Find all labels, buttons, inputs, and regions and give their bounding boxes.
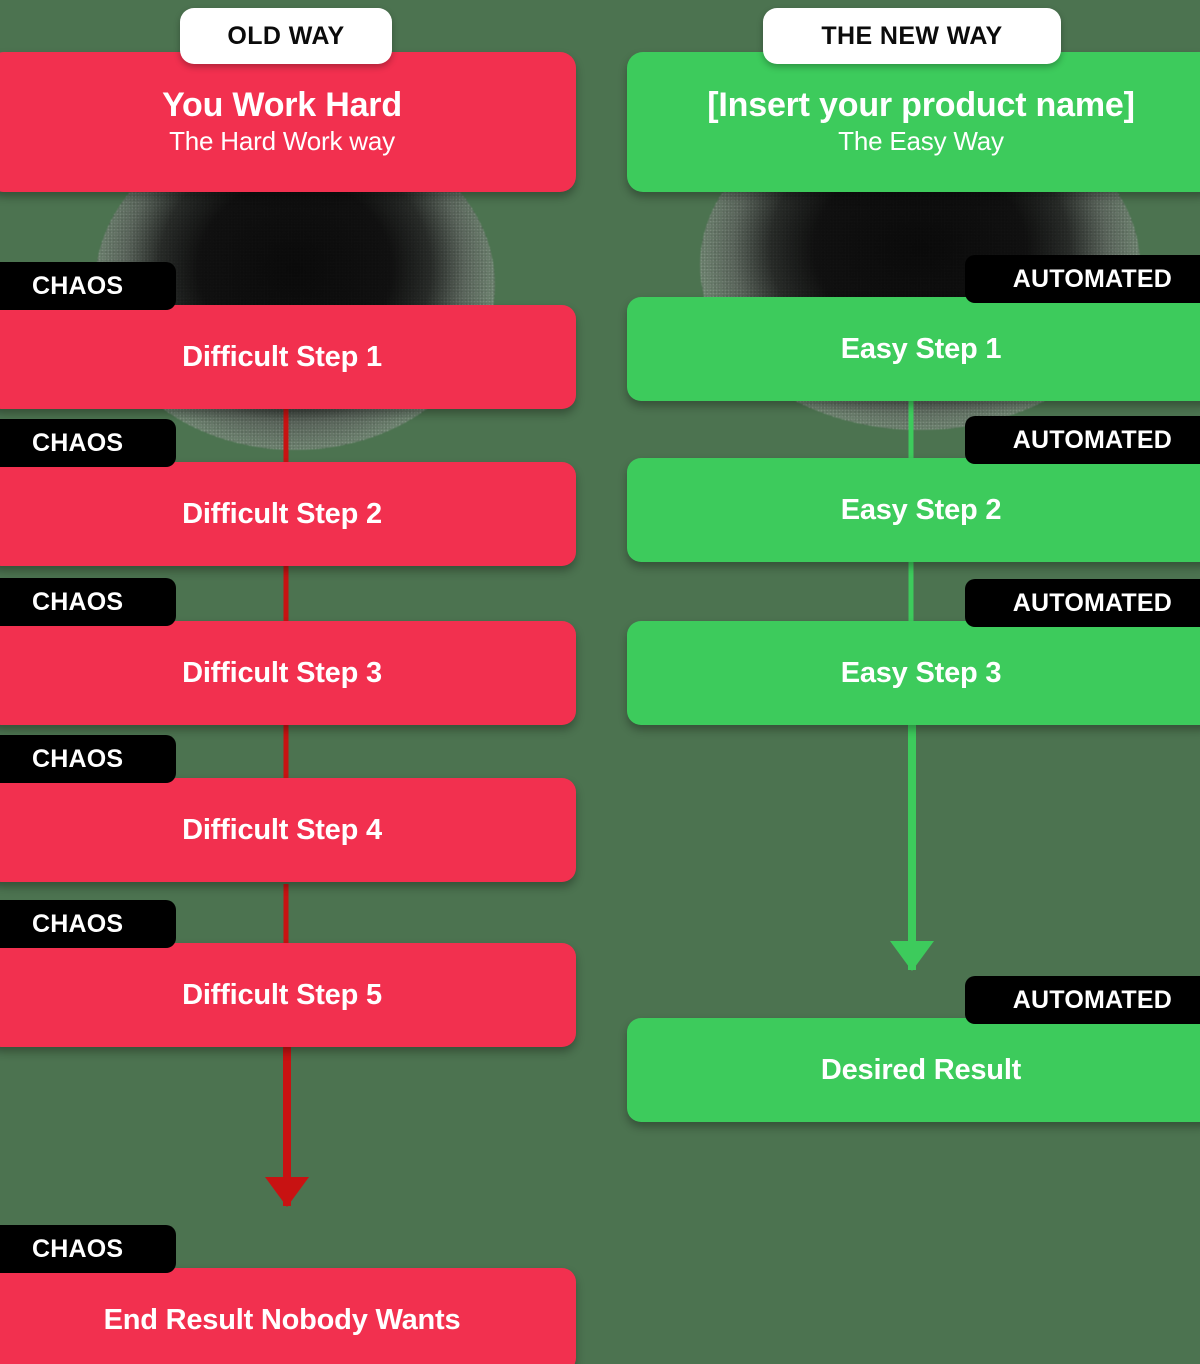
step-label-easy-3: Easy Step 3 [840, 656, 1002, 689]
connector-shaft [283, 725, 288, 795]
connector-left-2 [283, 566, 288, 636]
connector-right-2 [908, 560, 913, 630]
arrow-head-down-icon [890, 941, 934, 971]
step-card-difficult-2: Difficult Step 2 [0, 462, 576, 566]
badge-automated-2: AUTOMATED [965, 416, 1200, 464]
connector-right-arrow-result [890, 721, 934, 971]
badge-automated-3: AUTOMATED [965, 579, 1200, 627]
connector-shaft [283, 1043, 291, 1206]
label-old-way: OLD WAY [180, 8, 392, 64]
result-label-new-way: Desired Result [820, 1053, 1022, 1086]
step-label-difficult-5: Difficult Step 5 [182, 978, 382, 1011]
badge-chaos-result-text: CHAOS [32, 1234, 124, 1263]
badge-chaos-3: CHAOS [0, 578, 176, 626]
header-card-old-way: You Work Hard The Hard Work way [0, 52, 576, 192]
step-card-easy-1: Easy Step 1 [627, 297, 1200, 401]
label-new-way: THE NEW WAY [763, 8, 1061, 64]
header-title-old: You Work Hard [162, 86, 402, 125]
result-label-old-way: End Result Nobody Wants [103, 1303, 461, 1336]
step-card-easy-3: Easy Step 3 [627, 621, 1200, 725]
badge-automated-1: AUTOMATED [965, 255, 1200, 303]
step-label-difficult-3: Difficult Step 3 [182, 656, 382, 689]
connector-shaft [908, 560, 913, 630]
badge-automated-result-text: AUTOMATED [1012, 985, 1172, 1014]
badge-automated-2-text: AUTOMATED [1012, 425, 1172, 454]
label-new-way-text: THE NEW WAY [821, 21, 1003, 50]
badge-chaos-2: CHAOS [0, 419, 176, 467]
badge-chaos-5-text: CHAOS [32, 909, 124, 938]
badge-chaos-3-text: CHAOS [32, 587, 124, 616]
label-old-way-text: OLD WAY [227, 21, 345, 50]
step-card-difficult-5: Difficult Step 5 [0, 943, 576, 1047]
step-label-easy-2: Easy Step 2 [840, 493, 1002, 526]
header-title-new: [Insert your product name] [707, 86, 1135, 125]
badge-chaos-1-text: CHAOS [32, 271, 124, 300]
connector-shaft [908, 721, 916, 970]
step-label-difficult-2: Difficult Step 2 [182, 497, 382, 530]
badge-chaos-1: CHAOS [0, 262, 176, 310]
header-subtitle-old: The Hard Work way [169, 126, 395, 157]
connector-left-3 [283, 725, 288, 795]
header-subtitle-new: The Easy Way [838, 126, 1004, 157]
step-label-difficult-4: Difficult Step 4 [182, 813, 382, 846]
badge-automated-result: AUTOMATED [965, 976, 1200, 1024]
connector-shaft [908, 399, 913, 469]
badge-chaos-4: CHAOS [0, 735, 176, 783]
connector-shaft [283, 566, 288, 636]
header-card-new-way: [Insert your product name] The Easy Way [627, 52, 1200, 192]
step-card-difficult-4: Difficult Step 4 [0, 778, 576, 882]
step-card-difficult-3: Difficult Step 3 [0, 621, 576, 725]
step-label-difficult-1: Difficult Step 1 [182, 340, 382, 373]
step-card-difficult-1: Difficult Step 1 [0, 305, 576, 409]
result-card-old-way: End Result Nobody Wants [0, 1268, 576, 1364]
badge-automated-3-text: AUTOMATED [1012, 588, 1172, 617]
result-card-new-way: Desired Result [627, 1018, 1200, 1122]
connector-shaft [283, 884, 288, 954]
badge-chaos-4-text: CHAOS [32, 744, 124, 773]
connector-left-4 [283, 884, 288, 954]
badge-chaos-5: CHAOS [0, 900, 176, 948]
arrow-head-down-icon [265, 1177, 309, 1207]
connector-left-arrow-result [265, 1043, 309, 1207]
badge-automated-1-text: AUTOMATED [1012, 264, 1172, 293]
connector-right-1 [908, 399, 913, 469]
step-card-easy-2: Easy Step 2 [627, 458, 1200, 562]
badge-chaos-2-text: CHAOS [32, 428, 124, 457]
badge-chaos-result: CHAOS [0, 1225, 176, 1273]
step-label-easy-1: Easy Step 1 [840, 332, 1002, 365]
